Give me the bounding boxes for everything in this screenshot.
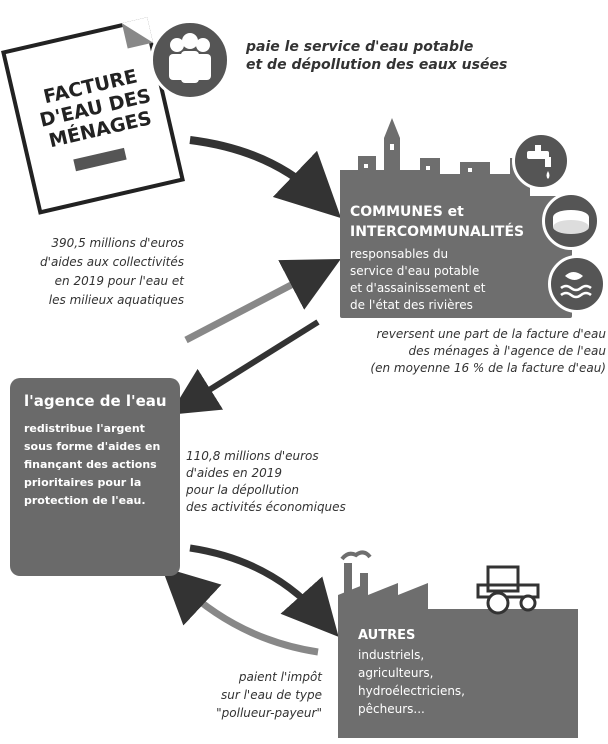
communes-title: COMMUNES et INTERCOMMUNALITÉS <box>350 204 525 240</box>
water-basin-icon <box>542 192 600 250</box>
arrow-agence-to-communes <box>184 259 341 344</box>
arrow-agence-to-autres <box>189 544 339 637</box>
autres-title: AUTRES <box>358 628 416 643</box>
autres-description: industriels, agriculteurs, hydroélectric… <box>358 648 465 716</box>
bill-corner-fold <box>121 17 154 49</box>
bill-title: FACTURE D'EAU DES MÉNAGES <box>37 65 154 153</box>
bill-bar <box>73 147 127 172</box>
aid-collectivities-text: 390,5 millions d'euros d'aides aux colle… <box>40 236 184 307</box>
tap-icon <box>512 132 570 190</box>
communes-box: COMMUNES et INTERCOMMUNALITÉS responsabl… <box>340 196 572 318</box>
bill-share-text: reversent une part de la facture d'eau d… <box>370 327 606 375</box>
polluter-pays-text: paient l'impôt sur l'eau de type "pollue… <box>216 670 322 720</box>
agence-description: redistribue l'argent sous forme d'aides … <box>24 422 161 507</box>
factory-tractor-icon <box>338 550 578 625</box>
fish-waves-icon <box>548 255 606 313</box>
people-icon <box>150 20 230 100</box>
aid-economic-text: 110,8 millions d'euros d'aides en 2019 p… <box>186 449 346 514</box>
communes-description: responsables du service d'eau potable et… <box>350 247 486 312</box>
arrow-autres-to-agence <box>161 566 319 656</box>
agence-box: l'agence de l'eau redistribue l'argent s… <box>10 378 180 576</box>
agence-title: l'agence de l'eau <box>24 392 167 410</box>
autres-box: AUTRES industriels, agriculteurs, hydroé… <box>338 620 578 738</box>
arrow-bill-to-communes <box>189 136 342 219</box>
arrow-communes-to-agence <box>169 319 320 415</box>
town-skyline-icon <box>340 118 530 200</box>
bill-caption: paie le service d'eau potable et de dépo… <box>246 39 508 73</box>
